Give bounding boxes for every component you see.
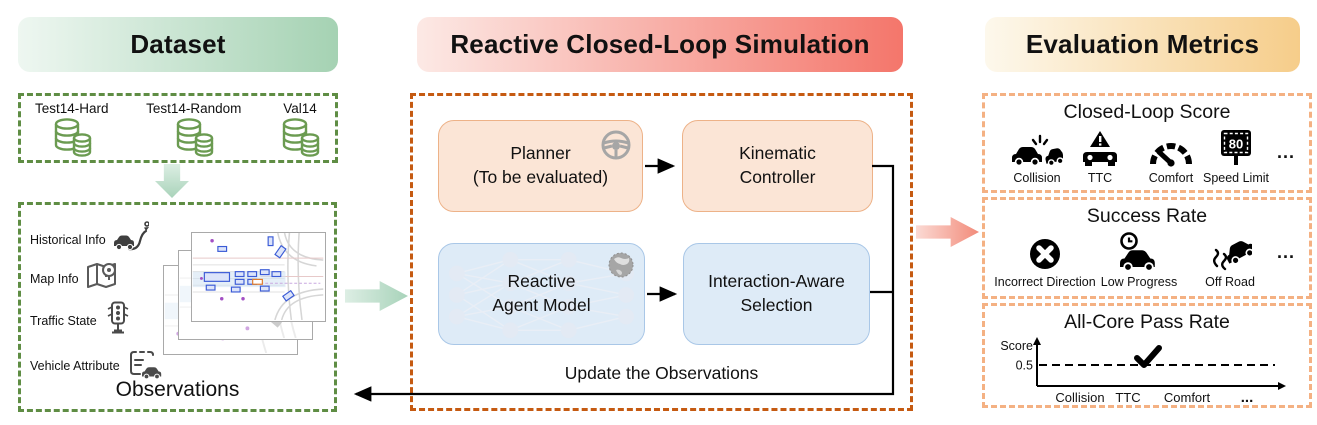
observation-input-row: Traffic State xyxy=(30,301,132,340)
speed-limit-value: 80 xyxy=(1229,137,1243,152)
kinematic-controller-node: Kinematic Controller xyxy=(682,120,873,212)
reactive-agent-model-node: Reactive Agent Model xyxy=(438,243,645,345)
metric-item-label: Comfort xyxy=(1148,171,1194,185)
planner-label-line1: Planner xyxy=(510,143,571,164)
database-icon xyxy=(51,116,93,163)
metric-item: Comfort xyxy=(1119,128,1223,185)
incorrect-direction-icon xyxy=(1027,232,1063,272)
planner-label-line2: (To be evaluated) xyxy=(472,167,609,187)
dataset-to-observations-arrow xyxy=(155,164,189,198)
database-icon xyxy=(279,116,321,163)
dataset-source: Test14-Random xyxy=(146,99,241,160)
observations-caption: Observations xyxy=(115,378,240,401)
dataset-source-label: Test14-Hard xyxy=(35,101,109,116)
agent-label-line1: Reactive xyxy=(507,271,576,292)
metric-item-label: TTC xyxy=(1087,171,1113,185)
metrics-header: Evaluation Metrics xyxy=(985,17,1300,72)
chart-threshold-label: 0.5 xyxy=(1016,359,1033,373)
metric-item: 80 Speed Limit xyxy=(1184,128,1288,185)
dataset-sources-box: Test14-Hard Test14-Random xyxy=(18,93,338,163)
closed-loop-score-box: Closed-Loop Score Collision xyxy=(982,93,1312,193)
interaction-aware-selection-node: Interaction-Aware Selection xyxy=(683,243,870,345)
success-rate-box: Success Rate Incorrect Direction xyxy=(982,197,1312,299)
speed-limit-icon: 80 xyxy=(1218,128,1254,168)
metric-item: Incorrect Direction xyxy=(993,232,1097,289)
observation-input-label: Map Info xyxy=(30,271,79,286)
traffic-state-icon xyxy=(104,301,132,340)
simulation-to-metrics-arrow xyxy=(916,217,979,247)
selection-label-line2: Selection xyxy=(740,295,813,315)
metric-item: TTC xyxy=(1048,128,1152,185)
pass-rate-chart: Score 0.5 Collision TTC Comfort ... xyxy=(1000,337,1286,406)
vehicle-attribute-icon xyxy=(127,347,163,384)
metric-group-title: Closed-Loop Score xyxy=(1063,101,1231,123)
low-progress-icon xyxy=(1116,232,1162,272)
observation-input-row: Map Info xyxy=(30,261,118,296)
ellipsis: ... xyxy=(1276,242,1295,262)
metric-item-label: Off Road xyxy=(1205,275,1255,289)
observations-box: Historical Info Map Info xyxy=(18,202,337,412)
metric-item: Collision xyxy=(985,128,1089,185)
simulation-header: Reactive Closed-Loop Simulation xyxy=(417,17,903,72)
chart-category-ellipsis: ... xyxy=(1241,389,1254,406)
update-observations-label: Update the Observations xyxy=(564,363,759,383)
observation-input-row: Historical Info xyxy=(30,221,150,258)
chart-category: TTC xyxy=(1115,390,1140,405)
metrics-header-label: Evaluation Metrics xyxy=(1025,29,1260,59)
dataset-source-label: Val14 xyxy=(283,101,317,116)
database-icon xyxy=(173,116,215,163)
all-core-pass-rate-box: All-Core Pass Rate Score 0.5 Collision T… xyxy=(982,303,1312,408)
steering-wheel-icon xyxy=(600,129,632,168)
agent-label-line2: Agent Model xyxy=(492,295,591,315)
kinematic-label-line1: Kinematic xyxy=(739,143,816,164)
historical-info-icon xyxy=(113,221,150,258)
kinematic-label-line2: Controller xyxy=(739,167,816,187)
observations-to-simulation-arrow xyxy=(345,281,408,311)
dataset-source-label: Test14-Random xyxy=(146,101,242,116)
dataset-header: Dataset xyxy=(18,17,338,72)
chart-ylabel: Score xyxy=(1000,339,1033,353)
collision-icon xyxy=(1011,128,1063,168)
off-road-icon xyxy=(1208,232,1252,272)
planner-node: Planner (To be evaluated) xyxy=(438,120,643,212)
dataset-header-label: Dataset xyxy=(130,29,226,59)
map-info-icon xyxy=(86,261,118,296)
ttc-icon xyxy=(1079,128,1121,168)
globe-icon xyxy=(606,250,636,287)
chart-category: Comfort xyxy=(1164,390,1211,405)
metric-item-label: Speed Limit xyxy=(1202,171,1269,185)
dataset-source: Test14-Hard xyxy=(35,99,109,160)
checkmark-icon xyxy=(1134,345,1162,368)
metric-group-title: All-Core Pass Rate xyxy=(1064,311,1230,333)
metric-item: Low Progress xyxy=(1087,232,1191,289)
metric-group-title: Success Rate xyxy=(1086,205,1208,227)
metric-item-label: Collision xyxy=(1013,171,1061,185)
observation-input-label: Traffic State xyxy=(30,313,97,328)
chart-category: Collision xyxy=(1055,390,1104,405)
metric-item-label: Incorrect Direction xyxy=(994,275,1096,289)
comfort-icon xyxy=(1148,128,1194,168)
metric-item: Off Road xyxy=(1178,232,1282,289)
observation-input-label: Vehicle Attribute xyxy=(30,358,120,373)
ellipsis: ... xyxy=(1276,142,1295,162)
selection-label-line1: Interaction-Aware xyxy=(708,271,845,292)
dataset-source: Val14 xyxy=(279,99,321,160)
metric-item-label: Low Progress xyxy=(1100,275,1178,289)
observation-input-row: Vehicle Attribute xyxy=(30,347,163,384)
observation-input-label: Historical Info xyxy=(30,232,106,247)
simulation-header-label: Reactive Closed-Loop Simulation xyxy=(450,29,870,59)
scene-snapshot-front xyxy=(191,232,326,322)
